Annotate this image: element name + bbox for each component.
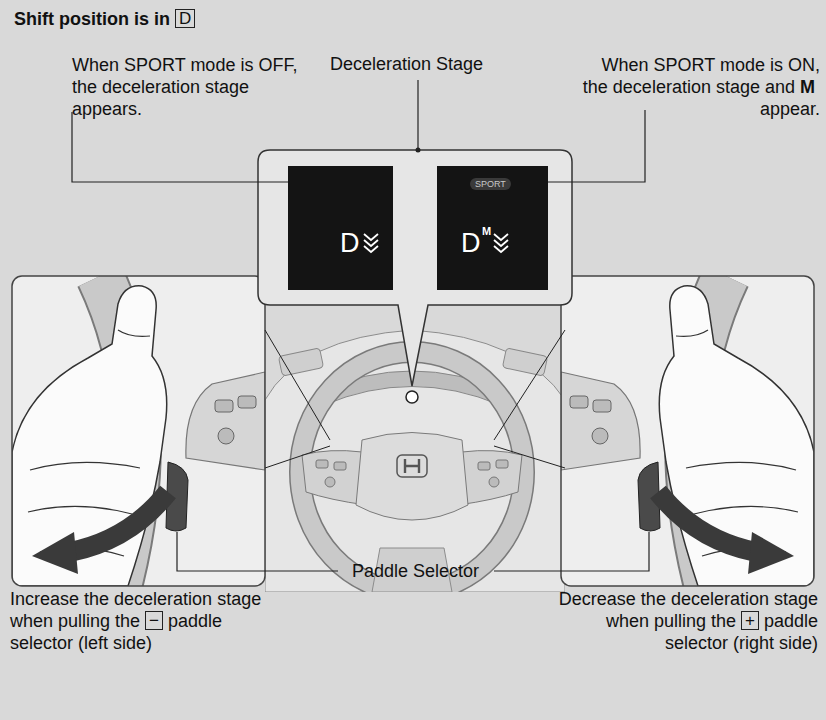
leader-line bbox=[417, 80, 418, 150]
pull-arrow bbox=[70, 492, 168, 552]
display-screen: SPORT DM bbox=[437, 166, 548, 290]
heading-row: Shift position is in D bbox=[14, 8, 514, 30]
wheel-button bbox=[325, 477, 335, 487]
annotation-text: appear. bbox=[760, 99, 820, 119]
part-name: Paddle Selector bbox=[352, 561, 479, 581]
wheel-button bbox=[218, 428, 234, 444]
display-screen: D bbox=[288, 166, 393, 290]
annotation: When SPORT mode is ON, the deceleration … bbox=[575, 54, 820, 120]
hand-illustration bbox=[12, 276, 265, 586]
instruction-text: Increase the deceleration stage when pul… bbox=[10, 589, 261, 631]
location-marker bbox=[406, 391, 418, 403]
mode-badge: SPORT bbox=[470, 178, 511, 190]
leader-line bbox=[72, 112, 288, 182]
part-label: Paddle Selector bbox=[338, 560, 493, 582]
paddle-symbol: − bbox=[145, 611, 163, 630]
pull-arrow-head bbox=[32, 532, 78, 574]
panel-background bbox=[12, 276, 265, 586]
brand-emblem-mark bbox=[405, 459, 419, 473]
wheel-button bbox=[496, 460, 508, 468]
wheel-button bbox=[238, 396, 256, 408]
wheel-rim bbox=[300, 352, 524, 592]
wheel-button bbox=[215, 400, 233, 412]
hand-panel-mirrored bbox=[561, 276, 814, 586]
annotation: When SPORT mode is OFF, the deceleration… bbox=[72, 54, 312, 120]
manual-indicator: M bbox=[482, 225, 491, 238]
paddle-symbol: + bbox=[741, 611, 759, 630]
shift-symbol: D bbox=[175, 9, 195, 28]
air-vent bbox=[278, 348, 323, 376]
wheel-button bbox=[478, 462, 490, 470]
wheel-hub bbox=[356, 433, 468, 521]
wheel-spoke bbox=[186, 372, 265, 470]
wheel-button bbox=[316, 460, 328, 468]
wheel-button bbox=[489, 477, 499, 487]
shift-indicator: D bbox=[461, 228, 481, 259]
shift-indicator: D bbox=[340, 228, 360, 259]
panel-border bbox=[12, 276, 265, 586]
callout-heading: Deceleration Stage bbox=[330, 54, 483, 75]
wheel-rim-outline bbox=[300, 352, 524, 592]
hand-panel bbox=[12, 276, 265, 586]
annotation-text: When SPORT mode is OFF, the deceleration… bbox=[72, 55, 297, 119]
heading-text: Shift position is in bbox=[14, 9, 170, 29]
callout-outline bbox=[258, 150, 572, 386]
callout-box: Deceleration StageDSPORTDM bbox=[258, 150, 572, 305]
air-vent bbox=[502, 348, 547, 376]
instruction: Decrease the deceleration stage when pul… bbox=[553, 588, 818, 654]
manual-symbol: M bbox=[800, 76, 815, 98]
wheel-button bbox=[334, 462, 346, 470]
instruction: Increase the deceleration stage when pul… bbox=[10, 588, 274, 654]
brand-emblem bbox=[397, 455, 427, 477]
annotation-text: When SPORT mode is ON, the deceleration … bbox=[583, 55, 820, 97]
